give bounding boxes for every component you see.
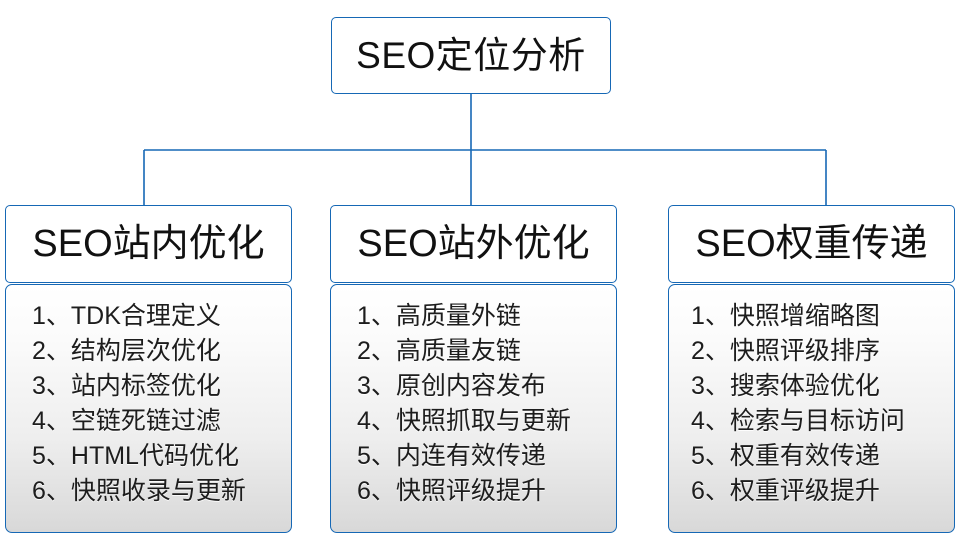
list-item: 3、原创内容发布 xyxy=(357,372,546,400)
branch-body-1: 1、TDK合理定义 2、结构层次优化 3、站内标签优化 4、空链死链过滤 5、H… xyxy=(5,284,292,533)
root-node-label: SEO定位分析 xyxy=(356,35,586,76)
branch-header-1[interactable]: SEO站内优化 xyxy=(5,205,292,283)
list-item: 6、权重评级提升 xyxy=(691,477,880,505)
list-item: 2、高质量友链 xyxy=(357,337,521,365)
list-item: 3、站内标签优化 xyxy=(32,372,221,400)
branch-header-3-label: SEO权重传递 xyxy=(695,223,928,265)
list-item: 2、快照评级排序 xyxy=(691,337,880,365)
list-item: 5、HTML代码优化 xyxy=(32,442,239,470)
list-item: 6、快照收录与更新 xyxy=(32,477,246,505)
branch-2-item-list: 1、高质量外链 2、高质量友链 3、原创内容发布 4、快照抓取与更新 5、内连有… xyxy=(331,299,642,509)
list-item: 1、快照增缩略图 xyxy=(691,302,880,330)
list-item: 2、结构层次优化 xyxy=(32,337,221,365)
list-item: 6、快照评级提升 xyxy=(357,477,546,505)
branch-header-1-label: SEO站内优化 xyxy=(32,223,265,265)
branch-body-3: 1、快照增缩略图 2、快照评级排序 3、搜索体验优化 4、检索与目标访问 5、权… xyxy=(668,284,955,533)
list-item: 4、空链死链过滤 xyxy=(32,407,221,435)
branch-3-item-list: 1、快照增缩略图 2、快照评级排序 3、搜索体验优化 4、检索与目标访问 5、权… xyxy=(669,299,960,509)
list-item: 5、内连有效传递 xyxy=(357,442,546,470)
branch-header-2[interactable]: SEO站外优化 xyxy=(330,205,617,283)
branch-column-3: SEO权重传递 1、快照增缩略图 2、快照评级排序 3、搜索体验优化 4、检索与… xyxy=(668,205,955,533)
list-item: 1、TDK合理定义 xyxy=(32,302,221,330)
branch-header-2-label: SEO站外优化 xyxy=(357,223,590,265)
branch-body-2: 1、高质量外链 2、高质量友链 3、原创内容发布 4、快照抓取与更新 5、内连有… xyxy=(330,284,617,533)
branch-1-item-list: 1、TDK合理定义 2、结构层次优化 3、站内标签优化 4、空链死链过滤 5、H… xyxy=(6,299,317,509)
list-item: 5、权重有效传递 xyxy=(691,442,880,470)
list-item: 1、高质量外链 xyxy=(357,302,521,330)
root-node[interactable]: SEO定位分析 xyxy=(331,17,611,94)
list-item: 4、检索与目标访问 xyxy=(691,407,905,435)
list-item: 4、快照抓取与更新 xyxy=(357,407,571,435)
branch-column-2: SEO站外优化 1、高质量外链 2、高质量友链 3、原创内容发布 4、快照抓取与… xyxy=(330,205,617,533)
branch-header-3[interactable]: SEO权重传递 xyxy=(668,205,955,283)
list-item: 3、搜索体验优化 xyxy=(691,372,880,400)
branch-column-1: SEO站内优化 1、TDK合理定义 2、结构层次优化 3、站内标签优化 4、空链… xyxy=(5,205,292,533)
